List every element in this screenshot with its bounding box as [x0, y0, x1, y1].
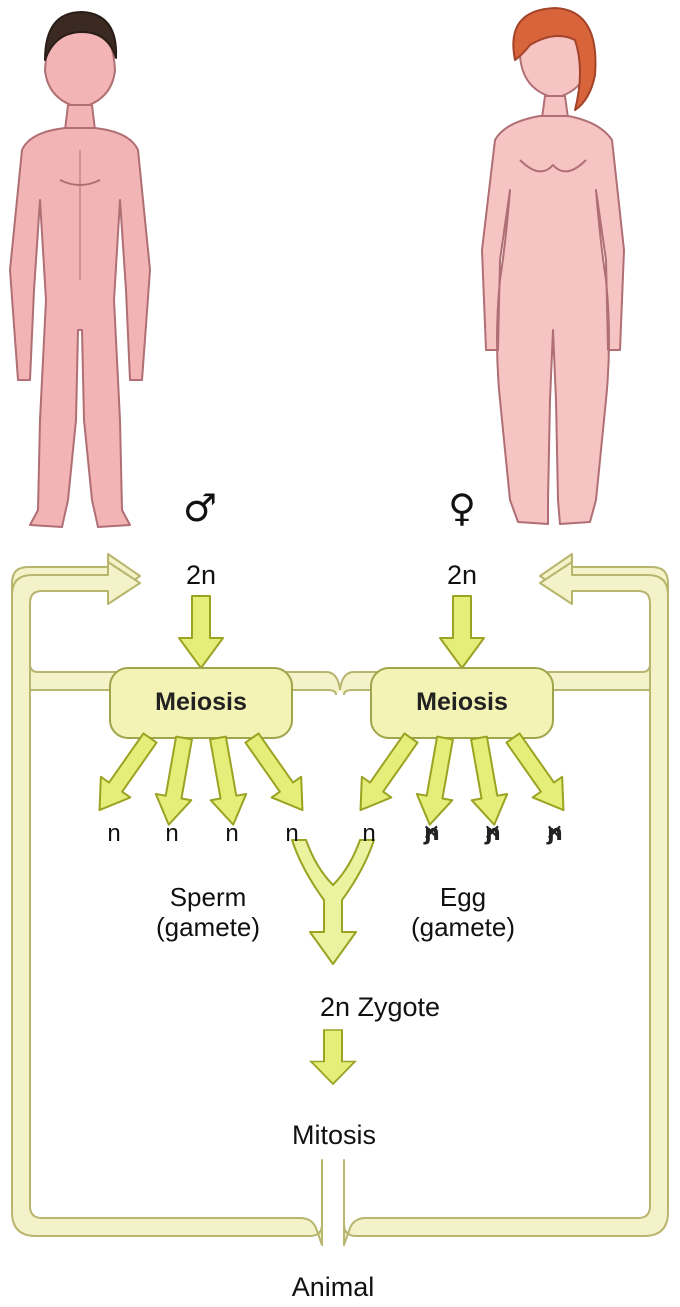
male-haploid-2: n [165, 820, 178, 848]
caption-animal: Animal [292, 1272, 375, 1303]
male-product-arrow-2 [151, 735, 202, 828]
arrow-female-to-meiosis [440, 596, 484, 668]
male-meiosis-label: Meiosis [155, 688, 247, 717]
male-ploidy-label: 2n [186, 560, 216, 591]
arrow-male-to-meiosis [179, 596, 223, 668]
male-product-arrow-1 [85, 728, 165, 821]
female-polar-body-3: ɲ✕ [547, 821, 563, 846]
female-product-arrow-4 [498, 728, 578, 821]
female-product-arrow-3 [461, 735, 512, 828]
sperm-label: Sperm (gamete) [156, 882, 260, 942]
fertilization-arrow [292, 840, 374, 964]
male-haploid-4: n [285, 820, 298, 848]
female-polar-body-2: ɲ✕ [485, 821, 501, 846]
sperm-label-line1: Sperm [156, 882, 260, 912]
egg-label-line1: Egg [411, 882, 515, 912]
male-figure-illustration [10, 12, 150, 527]
male-product-arrow-3 [200, 735, 251, 828]
male-haploid-1: n [107, 820, 120, 848]
female-figure-illustration [482, 8, 624, 524]
female-haploid-egg: n [362, 820, 375, 848]
male-symbol: ♂ [183, 486, 217, 530]
sperm-label-line2: (gamete) [156, 912, 260, 942]
male-haploid-3: n [225, 820, 238, 848]
female-meiosis-label: Meiosis [416, 688, 508, 717]
arrow-zygote-to-mitosis [311, 1030, 355, 1084]
male-product-arrow-4 [237, 728, 317, 821]
zygote-label: 2n Zygote [320, 992, 440, 1023]
female-ploidy-label: 2n [447, 560, 477, 591]
egg-label: Egg (gamete) [411, 882, 515, 942]
mitosis-label: Mitosis [292, 1120, 376, 1151]
female-symbol: ♀ [448, 486, 476, 530]
egg-label-line2: (gamete) [411, 912, 515, 942]
female-product-arrow-1 [346, 728, 426, 821]
female-product-arrow-2 [412, 735, 463, 828]
female-polar-body-1: ɲ✕ [424, 821, 440, 846]
